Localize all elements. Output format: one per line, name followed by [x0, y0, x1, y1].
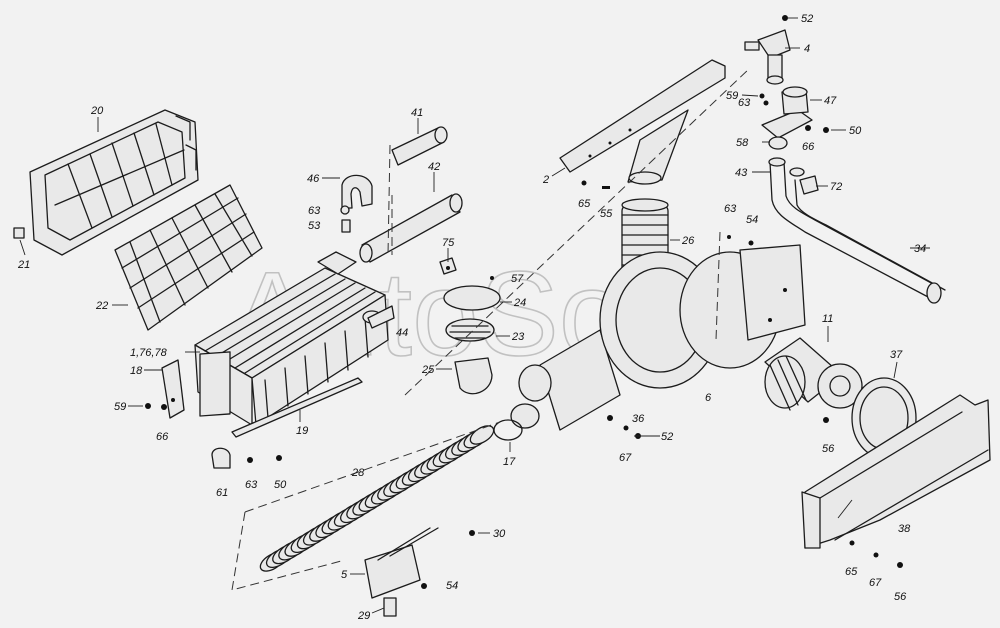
callout-18: 18 — [130, 365, 143, 377]
part-23-screen — [445, 318, 495, 342]
callout-36: 36 — [632, 413, 645, 425]
part-53-bolt — [341, 219, 351, 233]
callout-59a: 59 — [726, 90, 738, 102]
part-4-valve — [744, 29, 791, 85]
callout-63b: 63 — [308, 205, 321, 217]
part-18-hole — [171, 398, 175, 402]
assembly-lines — [231, 67, 751, 591]
callout-4: 4 — [804, 43, 810, 55]
callout-67a: 67 — [619, 452, 632, 464]
callout-24: 24 — [513, 297, 526, 309]
callout-34: 34 — [914, 243, 926, 255]
part-42-pipe — [359, 193, 463, 263]
callout-46: 46 — [307, 173, 320, 185]
callout-66a: 66 — [802, 141, 815, 153]
part-11-blower-motor — [764, 337, 863, 411]
callout-65b: 65 — [845, 566, 858, 578]
callout-57: 57 — [511, 273, 524, 285]
part-41-pipe — [391, 126, 448, 166]
callout-37: 37 — [890, 349, 903, 361]
part-63-nut-a — [340, 205, 350, 215]
part-44-tube — [367, 305, 395, 329]
part-2-support-bar — [559, 59, 726, 185]
callout-17: 17 — [503, 456, 516, 468]
callout-21: 21 — [17, 259, 30, 271]
callout-58: 58 — [736, 137, 749, 149]
callout-41: 41 — [411, 107, 423, 119]
hose-rib — [469, 425, 495, 445]
callout-52a: 52 — [801, 13, 813, 25]
part-25-elbow — [454, 357, 493, 395]
callout-59b: 59 — [114, 401, 126, 413]
callout-53: 53 — [308, 220, 321, 232]
callout-22: 22 — [95, 300, 108, 312]
part-6-blower-housing — [510, 244, 806, 431]
callout-50a: 50 — [849, 125, 862, 137]
callout-52b: 52 — [661, 431, 673, 443]
callout-23: 23 — [511, 331, 525, 343]
callout-61: 61 — [216, 487, 228, 499]
callout-56a: 56 — [822, 443, 835, 455]
callout-75: 75 — [442, 237, 455, 249]
callout-11: 11 — [822, 313, 833, 325]
callout-63d: 63 — [245, 479, 258, 491]
callout-54a: 54 — [746, 214, 758, 226]
callout-30: 30 — [493, 528, 506, 540]
callout-47: 47 — [824, 95, 837, 107]
part-47-bracket — [761, 86, 813, 139]
part-72-clamp — [799, 175, 819, 195]
callout-54b: 54 — [446, 580, 458, 592]
part-19-seal-strip — [231, 377, 363, 438]
callout-29: 29 — [357, 610, 370, 622]
callout-6: 6 — [705, 392, 712, 404]
part-5-control-unit — [364, 527, 439, 617]
part-18-bracket — [161, 359, 185, 419]
callout-55: 55 — [600, 208, 613, 220]
part-22-mesh-filter — [114, 184, 263, 331]
callout-66b: 66 — [156, 431, 169, 443]
part-1-heater-core — [194, 251, 389, 426]
callout-65a: 65 — [578, 198, 591, 210]
callout-44: 44 — [396, 327, 408, 339]
callout-1-76-78: 1,76,78 — [130, 347, 168, 359]
callout-20: 20 — [90, 105, 104, 117]
leader-lines — [19, 17, 930, 614]
callout-28: 28 — [351, 467, 365, 479]
callout-5: 5 — [341, 569, 348, 581]
callout-38: 38 — [898, 523, 911, 535]
part-61-clamp — [211, 447, 231, 469]
callout-25: 25 — [421, 364, 435, 376]
callout-56b: 56 — [894, 591, 907, 603]
part-38-duct — [801, 394, 991, 549]
part-24-ring — [443, 285, 501, 311]
part-34-tubes — [768, 157, 946, 304]
callout-72: 72 — [830, 181, 842, 193]
hardware-fasteners — [13, 15, 903, 589]
part-17-clamp-ring — [493, 419, 523, 441]
callout-42: 42 — [428, 161, 440, 173]
part-20-filter-frame — [29, 109, 199, 256]
callout-50b: 50 — [274, 479, 287, 491]
callout-67b: 67 — [869, 577, 882, 589]
callout-19: 19 — [296, 425, 308, 437]
callout-63a: 63 — [738, 97, 751, 109]
callout-labels: 52 4 59 63 47 50 58 66 43 72 20 41 2 65 … — [17, 13, 926, 622]
callout-43: 43 — [735, 167, 748, 179]
callout-63c: 63 — [724, 203, 737, 215]
part-28-long-hose — [259, 425, 495, 572]
callout-26: 26 — [681, 235, 695, 247]
part-46-bracket — [341, 174, 373, 209]
callout-2: 2 — [542, 174, 549, 186]
part-58-grommet — [768, 136, 788, 150]
